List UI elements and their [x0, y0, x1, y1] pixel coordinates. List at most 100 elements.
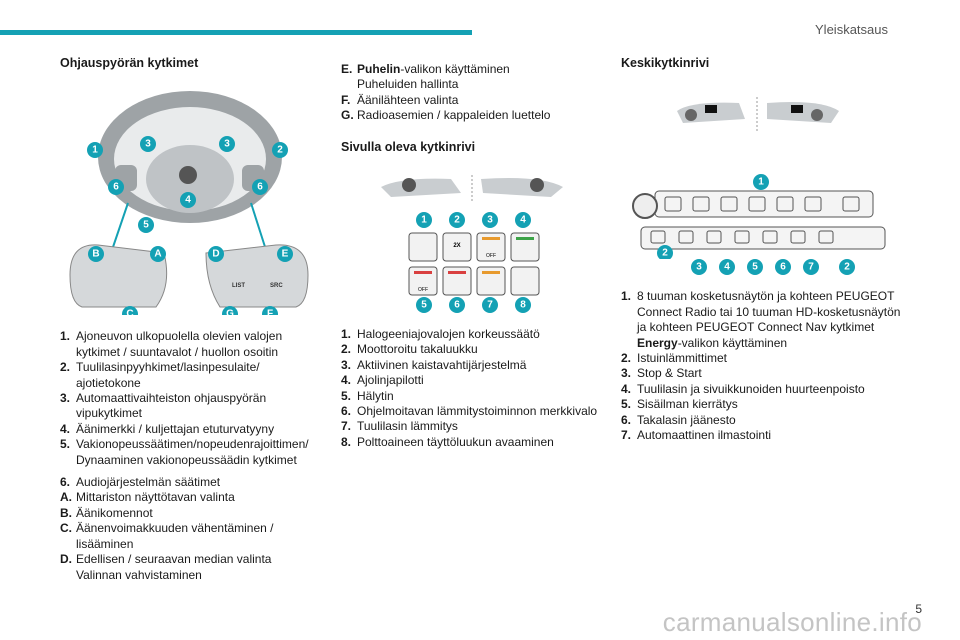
list-item: F.Äänilähteen valinta [341, 92, 459, 107]
badge-5: 5 [747, 259, 763, 276]
badge-A: A [150, 246, 166, 263]
badge-F: F [262, 306, 278, 316]
svg-text:F: F [267, 309, 273, 316]
svg-text:G: G [226, 309, 234, 316]
svg-text:1: 1 [421, 215, 427, 226]
badge-8: 8 [515, 297, 531, 314]
nav-shortcut-icon [720, 196, 738, 212]
screen-marker [791, 105, 803, 114]
svg-text:C: C [126, 309, 133, 316]
svg-text:3: 3 [696, 262, 702, 273]
section-heading-center: Keskikytkinrivi [621, 56, 710, 70]
svg-text:4: 4 [185, 195, 191, 206]
touch-shortcut-strip [654, 190, 874, 218]
side-switch-list: 1.Halogeeniajovalojen korkeussäätö 2.Moo… [341, 327, 603, 450]
badge-5: 5 [138, 217, 154, 234]
steering-wheel-diagram: LIST SRC 1 2 3 3 4 5 6 6 A B C D E F G [69, 91, 309, 316]
badge-2: 2 [449, 212, 465, 229]
svg-text:7: 7 [487, 300, 493, 311]
list-item: A.Mittariston näyttötavan valinta [60, 490, 235, 505]
svg-text:2: 2 [454, 215, 460, 226]
volume-knob [632, 193, 658, 220]
list-item: 5.Hälytin [341, 388, 394, 403]
badge-B: B [88, 246, 104, 263]
list-item: 6.Takalasin jäänesto [621, 412, 736, 427]
list-item: 1.8 tuuman kosketusnäytön ja kohteen PEU… [621, 289, 901, 350]
badge-E: E [277, 246, 293, 263]
defrost-front-icon [706, 230, 722, 244]
badge-3: 3 [482, 212, 498, 229]
list-item: 6.Audiojärjestelmän säätimet [60, 475, 221, 490]
svg-text:B: B [92, 249, 99, 260]
badge-6: 6 [449, 297, 465, 314]
column-steering-wheel: Ohjauspyörän kytkimet LIST SRC 1 2 3 3 4… [60, 56, 322, 583]
side-switch-diagram: 1 2 3 4 2X OFF OFF 5 6 7 8 [381, 175, 563, 314]
climate-shortcut-icon [692, 196, 710, 212]
fuel-flap-button [510, 266, 540, 296]
svg-text:4: 4 [520, 215, 526, 226]
svg-text:1: 1 [758, 177, 764, 188]
src-label: SRC [270, 283, 283, 289]
badge-4: 4 [180, 192, 196, 209]
badge-G: G [222, 306, 238, 316]
badge-4: 4 [515, 212, 531, 229]
svg-text:2: 2 [277, 145, 283, 156]
badge-6-left: 6 [108, 179, 124, 196]
badge-7: 7 [803, 259, 819, 276]
dash-right [481, 178, 563, 198]
svg-text:1: 1 [92, 145, 98, 156]
svg-text:4: 4 [724, 262, 730, 273]
badge-2-left: 2 [657, 245, 673, 260]
steering-list-a: 1.Ajoneuvon ulkopuolella olevien valojen… [60, 329, 322, 468]
hazard-shortcut-icon [842, 196, 860, 212]
defrost-rear-icon [762, 230, 778, 244]
svg-text:5: 5 [752, 262, 758, 273]
badge-1: 1 [753, 174, 769, 191]
svg-text:5: 5 [143, 220, 149, 231]
list-item: 3.Stop & Start [621, 366, 702, 381]
list-item: B.Äänikomennot [60, 505, 153, 520]
list-item: 3.Aktiivinen kaistavahtijärjestelmä [341, 357, 527, 372]
list-item: 2.Moottoroitu takaluukku [341, 342, 478, 357]
badge-1: 1 [416, 212, 432, 229]
svg-text:8: 8 [520, 300, 526, 311]
phone-shortcut-icon [776, 196, 794, 212]
page-number: 5 [915, 602, 922, 616]
svg-text:OFF: OFF [486, 253, 496, 259]
svg-text:6: 6 [257, 182, 263, 193]
svg-text:OFF: OFF [418, 287, 428, 293]
badge-3: 3 [691, 259, 707, 276]
list-item: 7.Automaattinen ilmastointi [621, 428, 772, 443]
badge-3-right: 3 [219, 136, 235, 153]
list-item: 4.Tuulilasin ja sivuikkunoiden huurteenp… [621, 381, 865, 396]
list-item: C.Äänenvoimakkuuden vähentäminen / lisää… [60, 521, 274, 551]
mini-wheel-icon [530, 178, 544, 193]
list-item: 5.Sisäilman kierrätys [621, 397, 738, 412]
svg-text:2X: 2X [453, 243, 460, 249]
badge-1: 1 [87, 142, 103, 159]
list-item: 2.Tuulilasinpyyhkimet/lasinpesulaite/ aj… [60, 360, 260, 390]
badge-3-left: 3 [140, 136, 156, 153]
list-item: G.Radioasemien / kappaleiden luettelo [341, 108, 551, 123]
svg-text:2: 2 [662, 248, 668, 259]
svg-text:A: A [154, 249, 161, 260]
steering-list-b: 6.Audiojärjestelmän säätimet A.Mittarist… [60, 475, 322, 583]
list-item: 1.Ajoneuvon ulkopuolella olevien valojen… [60, 329, 283, 359]
badge-5: 5 [416, 297, 432, 314]
svg-text:D: D [212, 249, 219, 260]
list-item: 7.Tuulilasin lämmitys [341, 419, 458, 434]
list-item: 6.Ohjelmoitavan lämmitystoiminnon merkki… [341, 404, 598, 419]
section-heading-steering: Ohjauspyörän kytkimet [60, 56, 199, 70]
car-shortcut-icon [748, 196, 766, 212]
badge-C: C [122, 306, 138, 316]
badge-4: 4 [719, 259, 735, 276]
list-item: 5.Vakionopeussäätimen/nopeudenrajoittime… [60, 437, 309, 467]
badge-D: D [208, 246, 224, 263]
watermark: carmanualsonline.info [662, 607, 922, 637]
badge-7: 7 [482, 297, 498, 314]
headlamp-level-button [408, 232, 438, 262]
